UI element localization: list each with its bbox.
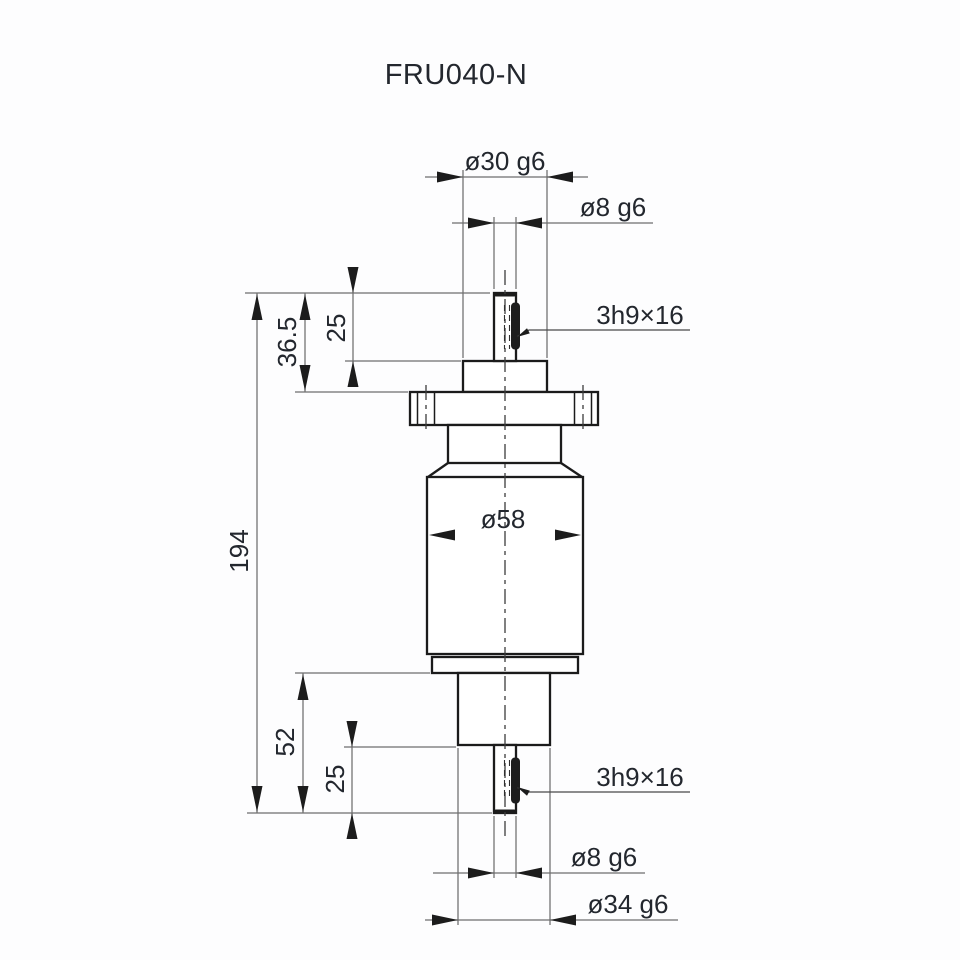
- upper-keyway: [511, 302, 520, 350]
- centerlines: [425, 270, 584, 838]
- arrowheads: [251, 171, 581, 926]
- keyways: [503, 302, 520, 804]
- dim-label-top-shaft-length: 25: [321, 314, 351, 343]
- lower-keyway: [511, 757, 520, 804]
- dim-label-flange-offset: 36.5: [272, 317, 302, 368]
- taper-right: [560, 462, 583, 478]
- dim-label-bottom-hub-length: 52: [270, 728, 300, 757]
- dim-label-overall-length: 194: [224, 529, 254, 572]
- dim-label-body-diameter: ø58: [481, 504, 526, 534]
- dim-label-top-shaft-diameter: ø8 g6: [580, 192, 647, 222]
- dim-label-bottom-shaft-diameter: ø8 g6: [571, 842, 638, 872]
- dim-label-top-keyway: 3h9×16: [596, 300, 683, 330]
- leader-lines: [517, 328, 690, 796]
- dim-label-bottom-pilot-diameter: ø34 g6: [588, 889, 669, 919]
- dim-label-bottom-keyway: 3h9×16: [596, 762, 683, 792]
- taper-left: [427, 462, 449, 478]
- drawing-title: FRU040-N: [385, 59, 528, 91]
- mounting-flange: [408, 390, 600, 427]
- dim-label-top-pilot-diameter: ø30 g6: [465, 146, 546, 176]
- lower-hub-section: [456, 671, 552, 747]
- dim-label-bottom-shaft-length: 25: [320, 765, 350, 794]
- part-outline: [408, 291, 600, 815]
- labels: FRU040-N ø30 g6 ø8 g6 3h9×16 36.5 25 194…: [224, 59, 684, 919]
